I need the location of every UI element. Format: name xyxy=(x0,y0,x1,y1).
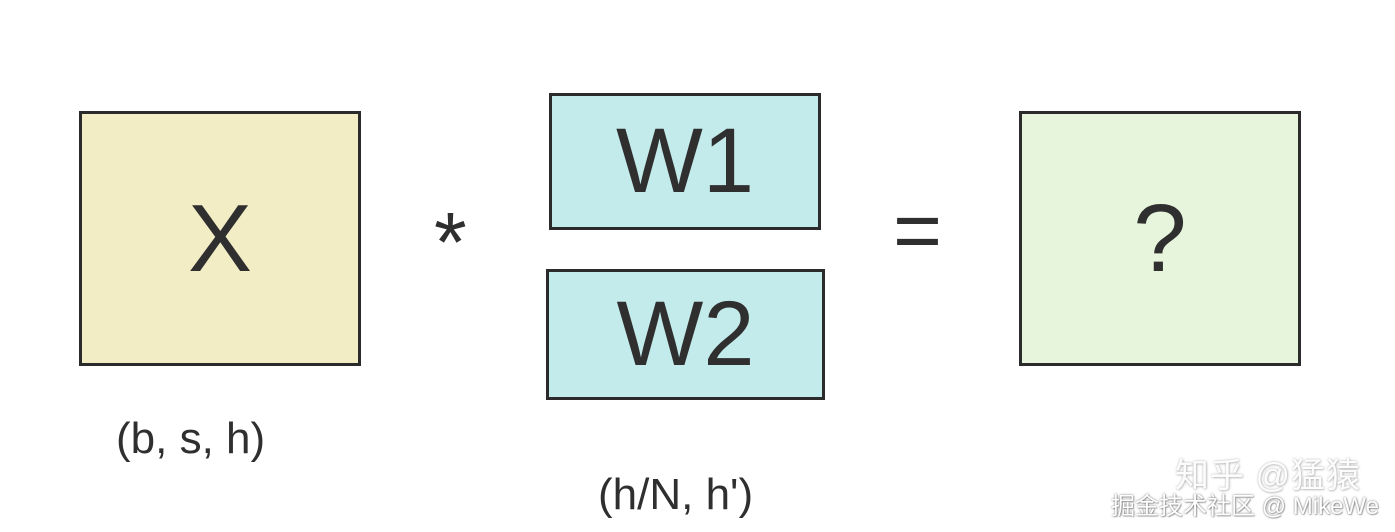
weight-matrix-w2: W2 xyxy=(546,269,825,400)
input-shape-label: (b, s, h) xyxy=(116,414,266,463)
juejin-watermark: 掘金技术社区 @ MikeWe xyxy=(1111,493,1379,520)
weight-shape-label: (h/N, h') xyxy=(598,470,754,519)
result-matrix: ? xyxy=(1019,111,1301,366)
weight-matrix-w1-label: W1 xyxy=(616,110,754,212)
input-matrix-x: X xyxy=(79,111,361,366)
input-matrix-x-label: X xyxy=(187,184,253,292)
equals-operator: = xyxy=(893,183,943,277)
weight-matrix-w1: W1 xyxy=(549,93,821,230)
zhihu-watermark: 知乎 @猛猿 xyxy=(1175,457,1361,495)
multiply-operator: * xyxy=(434,195,467,289)
result-matrix-label: ? xyxy=(1133,184,1187,292)
weight-matrix-w2-label: W2 xyxy=(616,283,755,385)
